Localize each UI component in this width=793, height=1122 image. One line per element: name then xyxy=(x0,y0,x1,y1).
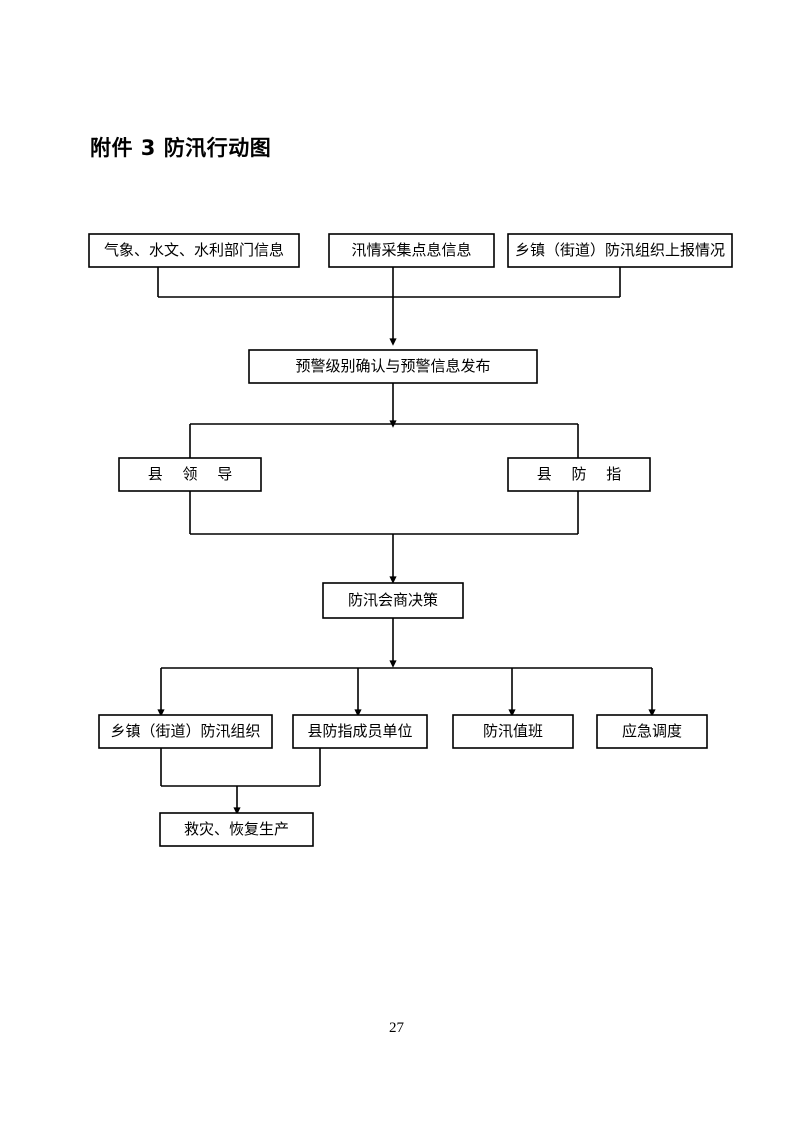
node-box xyxy=(507,457,651,492)
node-county-leader: 县 领 导 xyxy=(118,457,262,492)
page-number: 27 xyxy=(389,1020,404,1036)
node-label: 县 防 指 xyxy=(537,466,630,483)
node-source-collection: 汛情采集点息信息 xyxy=(328,233,495,268)
node-box xyxy=(118,457,262,492)
node-box xyxy=(596,714,708,749)
node-box xyxy=(452,714,574,749)
flowchart-canvas: 气象、水文、水利部门信息 汛情采集点息信息 乡镇（街道）防汛组织上报情况 预警级… xyxy=(88,233,733,847)
node-label: 气象、水文、水利部门信息 xyxy=(104,242,284,259)
node-box xyxy=(507,233,733,268)
node-label: 预警级别确认与预警信息发布 xyxy=(295,358,490,375)
node-township-org: 乡镇（街道）防汛组织 xyxy=(98,714,273,749)
node-county-flood-command: 县 防 指 xyxy=(507,457,651,492)
node-source-township: 乡镇（街道）防汛组织上报情况 xyxy=(507,233,733,268)
node-box xyxy=(328,233,495,268)
node-label: 乡镇（街道）防汛组织上报情况 xyxy=(515,242,725,259)
node-warning-release: 预警级别确认与预警信息发布 xyxy=(248,349,538,384)
node-label: 救灾、恢复生产 xyxy=(184,820,289,838)
node-consultation-decision: 防汛会商决策 xyxy=(322,582,464,619)
node-label: 防汛会商决策 xyxy=(348,592,438,609)
node-label: 乡镇（街道）防汛组织 xyxy=(110,723,260,740)
node-box xyxy=(159,812,314,847)
node-box xyxy=(88,233,300,268)
node-box xyxy=(292,714,428,749)
flowchart-svg: 气象、水文、水利部门信息 汛情采集点息信息 乡镇（街道）防汛组织上报情况 预警级… xyxy=(88,233,733,847)
node-label: 防汛值班 xyxy=(483,723,543,740)
node-source-weather: 气象、水文、水利部门信息 xyxy=(88,233,300,268)
node-label: 县防指成员单位 xyxy=(307,723,412,740)
node-label: 汛情采集点息信息 xyxy=(351,242,471,259)
node-member-units: 县防指成员单位 xyxy=(292,714,428,749)
node-flood-duty: 防汛值班 xyxy=(452,714,574,749)
node-emergency-dispatch: 应急调度 xyxy=(596,714,708,749)
node-box xyxy=(98,714,273,749)
page-title: 附件 3 防汛行动图 xyxy=(90,136,272,160)
node-label: 县 领 导 xyxy=(148,466,241,483)
node-relief-recovery: 救灾、恢复生产 xyxy=(159,812,314,847)
node-label: 应急调度 xyxy=(622,722,682,740)
